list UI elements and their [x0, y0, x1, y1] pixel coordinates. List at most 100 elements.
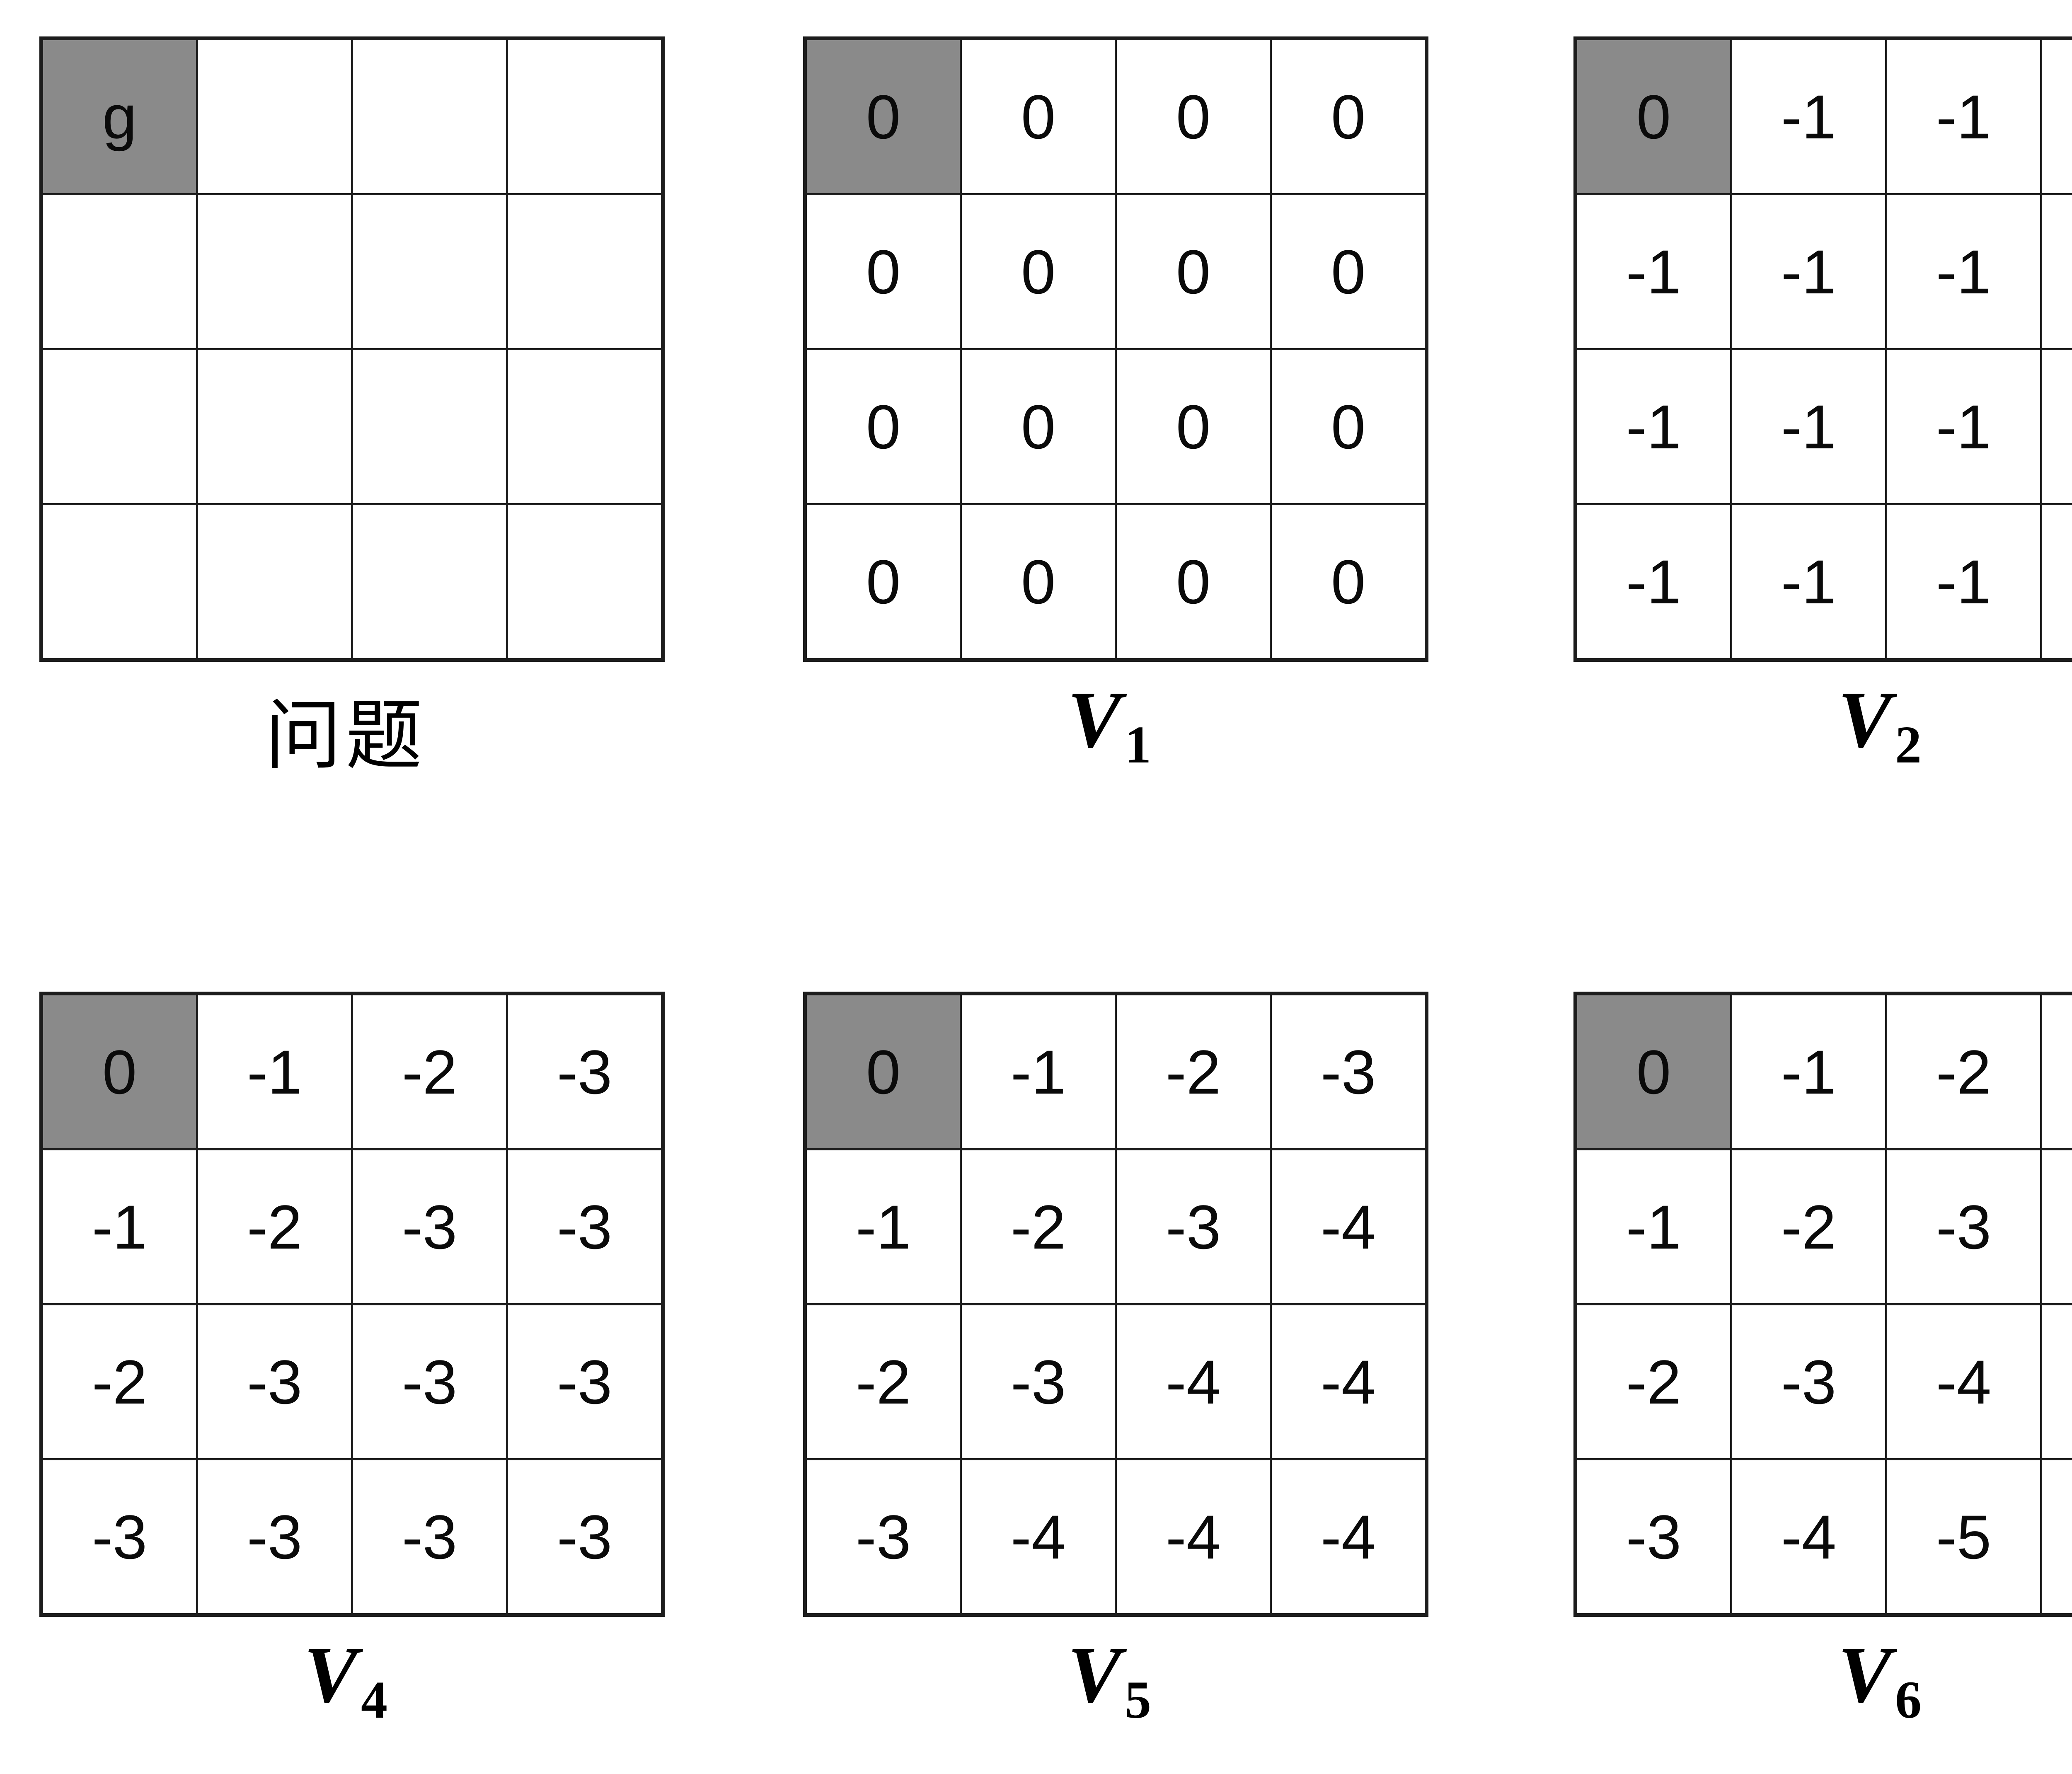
caption-subscript: 4 — [361, 1670, 388, 1730]
grid-cell-v6-r0c2[interactable]: -2 — [1885, 992, 2042, 1150]
grid-cell-v4-r3c1[interactable]: -3 — [196, 1458, 353, 1616]
grid-cell-v1-r2c1[interactable]: 0 — [960, 348, 1117, 505]
grid-cell-v1-r0c0[interactable]: 0 — [804, 37, 962, 195]
grid-cell-v1-r2c3[interactable]: 0 — [1270, 348, 1428, 505]
grid-cell-problem-r3c2[interactable] — [351, 503, 508, 661]
grid-cell-v6-r2c1[interactable]: -3 — [1730, 1303, 1887, 1460]
grid-cell-v4-r2c2[interactable]: -3 — [351, 1303, 508, 1460]
grid-cell-v5-r2c2[interactable]: -4 — [1115, 1303, 1272, 1460]
grid-cell-v2-r1c0[interactable]: -1 — [1574, 193, 1732, 350]
grid-cell-v4-r2c3[interactable]: -3 — [506, 1303, 664, 1460]
grid-cell-v2-r1c2[interactable]: -1 — [1885, 193, 2042, 350]
grid-cell-v2-r2c3[interactable]: -1 — [2040, 348, 2072, 505]
grid-cell-v6-r1c1[interactable]: -2 — [1730, 1148, 1887, 1305]
grid-cell-v6-r2c2[interactable]: -4 — [1885, 1303, 2042, 1460]
grid-cell-v6-r1c2[interactable]: -3 — [1885, 1148, 2042, 1305]
grid-cell-v2-r2c1[interactable]: -1 — [1730, 348, 1887, 505]
table-row: 0-1-2-3 — [1574, 992, 2072, 1150]
grid-cell-v1-r2c2[interactable]: 0 — [1115, 348, 1272, 505]
grid-cell-problem-r1c2[interactable] — [351, 193, 508, 350]
grid-cell-v5-r1c3[interactable]: -4 — [1270, 1148, 1428, 1305]
grid-cell-v6-r3c2[interactable]: -5 — [1885, 1458, 2042, 1616]
grid-cell-v1-r0c3[interactable]: 0 — [1270, 37, 1428, 195]
grid-cell-v5-r0c0[interactable]: 0 — [804, 992, 962, 1150]
grid-cell-v1-r3c0[interactable]: 0 — [804, 503, 962, 661]
grid-cell-v6-r2c0[interactable]: -2 — [1574, 1303, 1732, 1460]
grid-cell-v2-r0c2[interactable]: -1 — [1885, 37, 2042, 195]
grid-cell-problem-r0c1[interactable] — [196, 37, 353, 195]
grid-cell-v6-r0c0[interactable]: 0 — [1574, 992, 1732, 1150]
grid-cell-problem-r2c2[interactable] — [351, 348, 508, 505]
grid-cell-v5-r3c0[interactable]: -3 — [804, 1458, 962, 1616]
grid-cell-v1-r1c0[interactable]: 0 — [804, 193, 962, 350]
table-row: -2-3-3-3 — [40, 1303, 664, 1460]
grid-cell-problem-r2c0[interactable] — [40, 348, 198, 505]
grid-cell-v2-r3c0[interactable]: -1 — [1574, 503, 1732, 661]
grid-cell-v4-r0c0[interactable]: 0 — [40, 992, 198, 1150]
grid-cell-v6-r1c0[interactable]: -1 — [1574, 1148, 1732, 1305]
grid-cell-v5-r3c1[interactable]: -4 — [960, 1458, 1117, 1616]
grid-cell-problem-r3c3[interactable] — [506, 503, 664, 661]
grid-cell-v2-r3c3[interactable]: -1 — [2040, 503, 2072, 661]
grid-cell-v2-r2c0[interactable]: -1 — [1574, 348, 1732, 505]
grid-cell-v1-r1c2[interactable]: 0 — [1115, 193, 1272, 350]
grid-cell-v5-r3c2[interactable]: -4 — [1115, 1458, 1272, 1616]
grid-cell-v2-r3c1[interactable]: -1 — [1730, 503, 1887, 661]
grid-cell-v2-r0c3[interactable]: -1 — [2040, 37, 2072, 195]
grid-cell-problem-r0c0[interactable]: g — [40, 37, 198, 195]
grid-cell-v5-r0c2[interactable]: -2 — [1115, 992, 1272, 1150]
grid-cell-v1-r1c1[interactable]: 0 — [960, 193, 1117, 350]
grid-cell-v1-r0c2[interactable]: 0 — [1115, 37, 1272, 195]
grid-cell-v1-r3c1[interactable]: 0 — [960, 503, 1117, 661]
grid-cell-v2-r3c2[interactable]: -1 — [1885, 503, 2042, 661]
grid-cell-v4-r2c0[interactable]: -2 — [40, 1303, 198, 1460]
grid-cell-v5-r3c3[interactable]: -4 — [1270, 1458, 1428, 1616]
grid-cell-problem-r1c0[interactable] — [40, 193, 198, 350]
grid-cell-v1-r1c3[interactable]: 0 — [1270, 193, 1428, 350]
grid-cell-v6-r3c3[interactable]: -5 — [2040, 1458, 2072, 1616]
grid-cell-v4-r0c2[interactable]: -2 — [351, 992, 508, 1150]
grid-cell-v5-r0c1[interactable]: -1 — [960, 992, 1117, 1150]
grid-cell-v4-r1c0[interactable]: -1 — [40, 1148, 198, 1305]
grid-cell-problem-r0c3[interactable] — [506, 37, 664, 195]
grid-cell-v1-r2c0[interactable]: 0 — [804, 348, 962, 505]
grid-cell-problem-r1c1[interactable] — [196, 193, 353, 350]
grid-cell-v4-r3c2[interactable]: -3 — [351, 1458, 508, 1616]
grid-cell-v4-r1c1[interactable]: -2 — [196, 1148, 353, 1305]
grid-cell-v2-r0c0[interactable]: 0 — [1574, 37, 1732, 195]
grid-cell-v5-r2c1[interactable]: -3 — [960, 1303, 1117, 1460]
grid-cell-v2-r0c1[interactable]: -1 — [1730, 37, 1887, 195]
table-row: 0-1-2-3 — [804, 992, 1428, 1150]
grid-cell-v2-r2c2[interactable]: -1 — [1885, 348, 2042, 505]
grid-cell-v6-r3c0[interactable]: -3 — [1574, 1458, 1732, 1616]
grid-cell-v4-r0c1[interactable]: -1 — [196, 992, 353, 1150]
grid-cell-problem-r3c1[interactable] — [196, 503, 353, 661]
grid-cell-v6-r1c3[interactable]: -4 — [2040, 1148, 2072, 1305]
grid-cell-v5-r1c0[interactable]: -1 — [804, 1148, 962, 1305]
grid-cell-problem-r0c2[interactable] — [351, 37, 508, 195]
grid-cell-v4-r3c3[interactable]: -3 — [506, 1458, 664, 1616]
grid-cell-v6-r0c1[interactable]: -1 — [1730, 992, 1887, 1150]
grid-cell-v4-r3c0[interactable]: -3 — [40, 1458, 198, 1616]
grid-cell-v4-r0c3[interactable]: -3 — [506, 992, 664, 1150]
grid-cell-v5-r1c2[interactable]: -3 — [1115, 1148, 1272, 1305]
grid-cell-v6-r3c1[interactable]: -4 — [1730, 1458, 1887, 1616]
grid-cell-v5-r0c3[interactable]: -3 — [1270, 992, 1428, 1150]
grid-cell-v1-r0c1[interactable]: 0 — [960, 37, 1117, 195]
grid-cell-v4-r2c1[interactable]: -3 — [196, 1303, 353, 1460]
grid-cell-v6-r2c3[interactable]: -5 — [2040, 1303, 2072, 1460]
grid-cell-v2-r1c1[interactable]: -1 — [1730, 193, 1887, 350]
grid-cell-v6-r0c3[interactable]: -3 — [2040, 992, 2072, 1150]
grid-cell-v5-r2c3[interactable]: -4 — [1270, 1303, 1428, 1460]
grid-cell-problem-r2c3[interactable] — [506, 348, 664, 505]
grid-cell-problem-r3c0[interactable] — [40, 503, 198, 661]
grid-cell-problem-r2c1[interactable] — [196, 348, 353, 505]
grid-cell-v2-r1c3[interactable]: -1 — [2040, 193, 2072, 350]
grid-cell-v4-r1c3[interactable]: -3 — [506, 1148, 664, 1305]
grid-cell-v4-r1c2[interactable]: -3 — [351, 1148, 508, 1305]
grid-cell-v5-r2c0[interactable]: -2 — [804, 1303, 962, 1460]
grid-cell-problem-r1c3[interactable] — [506, 193, 664, 350]
grid-cell-v1-r3c3[interactable]: 0 — [1270, 503, 1428, 661]
grid-cell-v5-r1c1[interactable]: -2 — [960, 1148, 1117, 1305]
grid-cell-v1-r3c2[interactable]: 0 — [1115, 503, 1272, 661]
